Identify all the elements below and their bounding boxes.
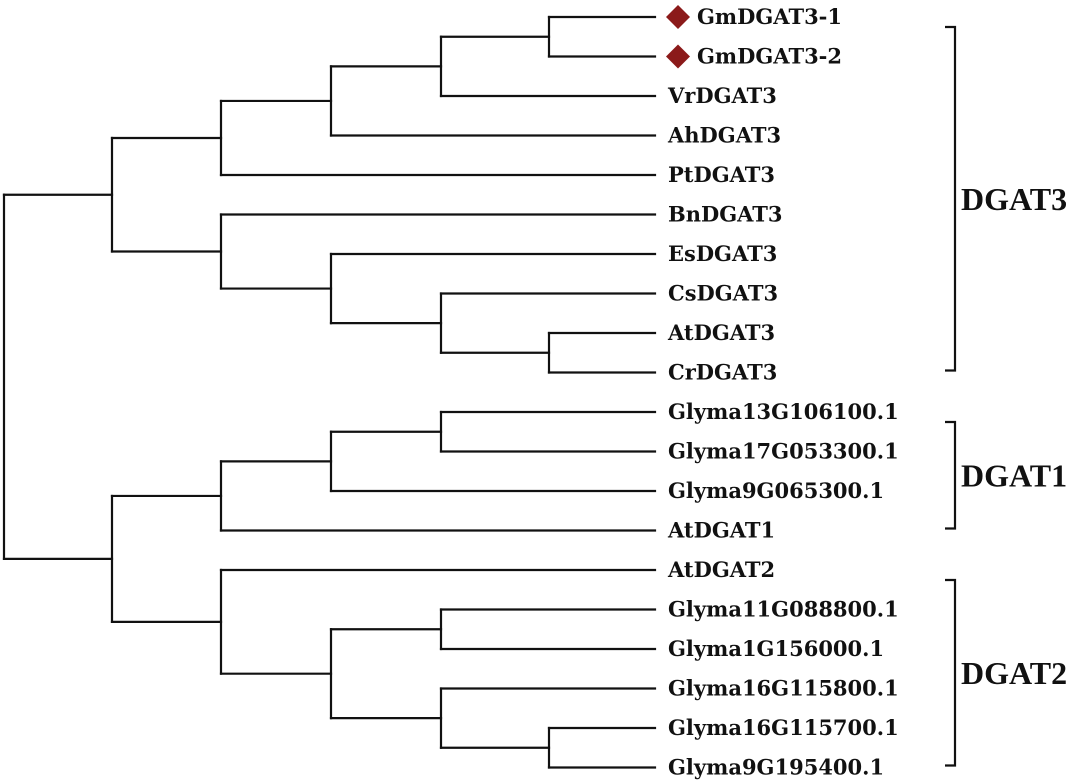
leaf-label: GmDGAT3-2 — [697, 44, 842, 69]
tree-branches — [2, 15, 657, 769]
leaf-label: Glyma9G065300.1 — [668, 478, 884, 503]
leaf-label: Glyma16G115800.1 — [668, 676, 899, 701]
leaf-label: CsDGAT3 — [668, 281, 778, 306]
leaf-label: Glyma17G053300.1 — [668, 439, 899, 464]
leaf-labels: GmDGAT3-1GmDGAT3-2VrDGAT3AhDGAT3PtDGAT3B… — [667, 4, 899, 780]
clade-bracket — [945, 25, 957, 372]
leaf-label: AhDGAT3 — [667, 123, 781, 148]
leaf-label: CrDGAT3 — [668, 360, 777, 385]
leaf-label: Glyma11G088800.1 — [668, 597, 899, 622]
leaf-label: Glyma1G156000.1 — [668, 636, 884, 661]
clade-bracket — [945, 420, 957, 530]
leaf-label: AtDGAT2 — [667, 557, 775, 582]
leaf-label: BnDGAT3 — [668, 202, 783, 227]
leaf-label: GmDGAT3-1 — [697, 4, 842, 29]
leaf-label: Glyma13G106100.1 — [668, 399, 899, 424]
diamond-icon — [666, 44, 690, 69]
diamond-icon — [666, 5, 690, 29]
leaf-label: Glyma9G195400.1 — [668, 755, 884, 780]
leaf-label: AtDGAT1 — [667, 518, 775, 543]
clade-label: DGAT1 — [961, 457, 1067, 493]
clade-label: DGAT2 — [961, 655, 1067, 691]
leaf-label: VrDGAT3 — [667, 83, 777, 108]
leaf-label: Glyma16G115700.1 — [668, 715, 899, 740]
leaf-markers — [666, 5, 690, 69]
leaf-label: EsDGAT3 — [668, 241, 777, 266]
clade-bracket — [945, 578, 957, 767]
clade-label: DGAT3 — [961, 181, 1067, 217]
leaf-label: AtDGAT3 — [667, 320, 775, 345]
leaf-label: PtDGAT3 — [668, 162, 775, 187]
